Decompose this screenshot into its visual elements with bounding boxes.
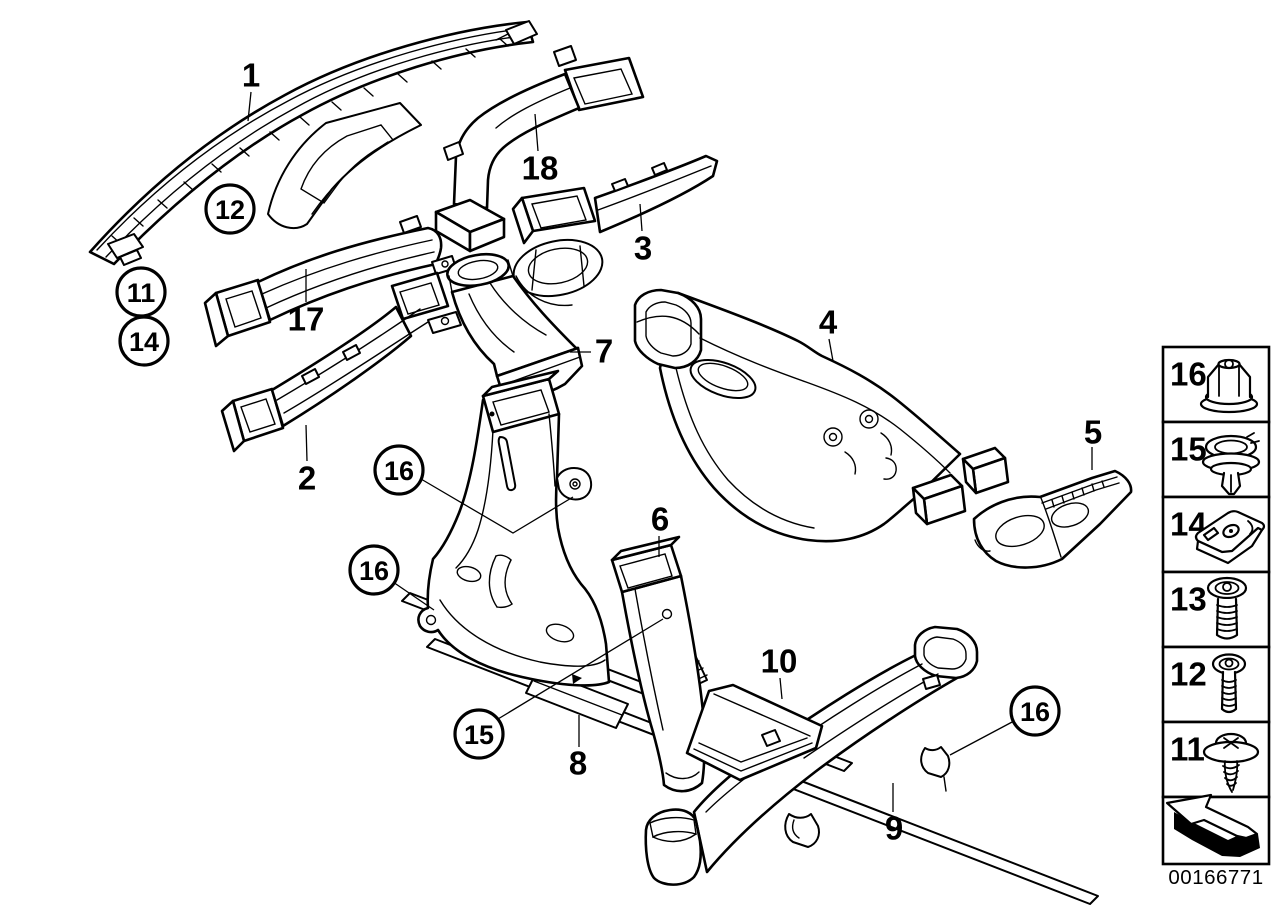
callout-7[interactable]: 7: [595, 333, 613, 370]
svg-text:16: 16: [359, 556, 389, 586]
callout-circle-16-c[interactable]: 16: [1009, 685, 1061, 737]
part-8-center-column: [417, 369, 611, 687]
torx-pan-screw-icon: [1206, 576, 1248, 640]
overview-arrow-icon: [1165, 793, 1260, 857]
part-9-bracket-2: [920, 746, 951, 778]
leader-lines: [247, 91, 1093, 812]
legend-item-11[interactable]: 11: [1161, 720, 1271, 799]
legend-item-13[interactable]: 13: [1161, 570, 1271, 649]
part-4-floor-duct: [633, 288, 1010, 543]
legend-item-14[interactable]: 14: [1161, 495, 1271, 574]
part-1-defroster-strip: [88, 20, 538, 266]
part-2-duct: [220, 271, 462, 453]
callout-5[interactable]: 5: [1084, 414, 1102, 451]
svg-text:11: 11: [127, 278, 156, 308]
diagram-part-number: 00166771: [1168, 866, 1263, 889]
callout-2[interactable]: 2: [298, 460, 316, 497]
legend-item-12[interactable]: 12: [1161, 645, 1271, 724]
svg-text:15: 15: [464, 720, 494, 750]
socket-head-screw-icon: [1211, 653, 1247, 714]
callout-1[interactable]: 1: [242, 57, 260, 94]
part-8-bolt-ear: [556, 467, 593, 501]
callout-10[interactable]: 10: [761, 643, 798, 680]
callout-17[interactable]: 17: [288, 301, 325, 338]
svg-text:14: 14: [129, 327, 159, 357]
callout-circle-11[interactable]: 11: [115, 266, 167, 318]
svg-text:11: 11: [1170, 731, 1205, 768]
part-9-duct: [644, 625, 979, 886]
callout-9[interactable]: 9: [885, 810, 903, 847]
svg-text:13: 13: [1170, 581, 1207, 618]
svg-text:12: 12: [1170, 656, 1207, 693]
part-5-hatching: [1051, 480, 1105, 508]
legend-nav-arrow[interactable]: [1161, 793, 1271, 866]
callout-8[interactable]: 8: [569, 745, 587, 782]
fastener-legend: 16 15: [1161, 345, 1271, 889]
callout-circle-14[interactable]: 14: [118, 315, 170, 367]
part-6-duct: [610, 535, 706, 793]
callout-circle-16-a[interactable]: 16: [373, 444, 425, 496]
callout-circle-12[interactable]: 12: [204, 183, 256, 235]
part-17-duct: [203, 215, 457, 348]
svg-text:12: 12: [215, 195, 245, 225]
part-5-cover: [972, 469, 1133, 569]
svg-text:15: 15: [1170, 431, 1207, 468]
hex-flange-nut-icon: [1199, 358, 1259, 414]
part-4-outlet-boxes: [911, 446, 1010, 526]
callout-3[interactable]: 3: [634, 230, 652, 267]
callout-6[interactable]: 6: [651, 501, 669, 538]
legend-item-16[interactable]: 16: [1161, 345, 1271, 424]
callout-4[interactable]: 4: [819, 304, 838, 341]
sheet-metal-clip-nut-icon: [1194, 510, 1266, 565]
part-18-duct: [434, 45, 645, 253]
circled-callouts: 12 11 14 16 16 15 16: [115, 183, 1061, 760]
legend-item-15[interactable]: 15: [1161, 420, 1271, 499]
part-9-bracket: [784, 813, 820, 848]
phillips-washer-screw-icon: [1202, 732, 1260, 793]
callout-circle-15[interactable]: 15: [453, 708, 505, 760]
part-10-cover: [685, 683, 824, 782]
svg-text:16: 16: [1020, 697, 1050, 727]
svg-text:16: 16: [384, 456, 414, 486]
expansion-rivet-icon: [1201, 432, 1261, 496]
plain-callouts: 1 18 3 17 7 4 2 5 6 10 8 9: [242, 57, 1102, 847]
part-1-clip-bracket: [107, 233, 144, 259]
part-9-foot: [644, 808, 703, 886]
callout-18[interactable]: 18: [522, 150, 559, 187]
svg-text:16: 16: [1170, 356, 1207, 393]
part-1-hatching: [111, 38, 509, 245]
callout-circle-16-b[interactable]: 16: [348, 544, 400, 596]
